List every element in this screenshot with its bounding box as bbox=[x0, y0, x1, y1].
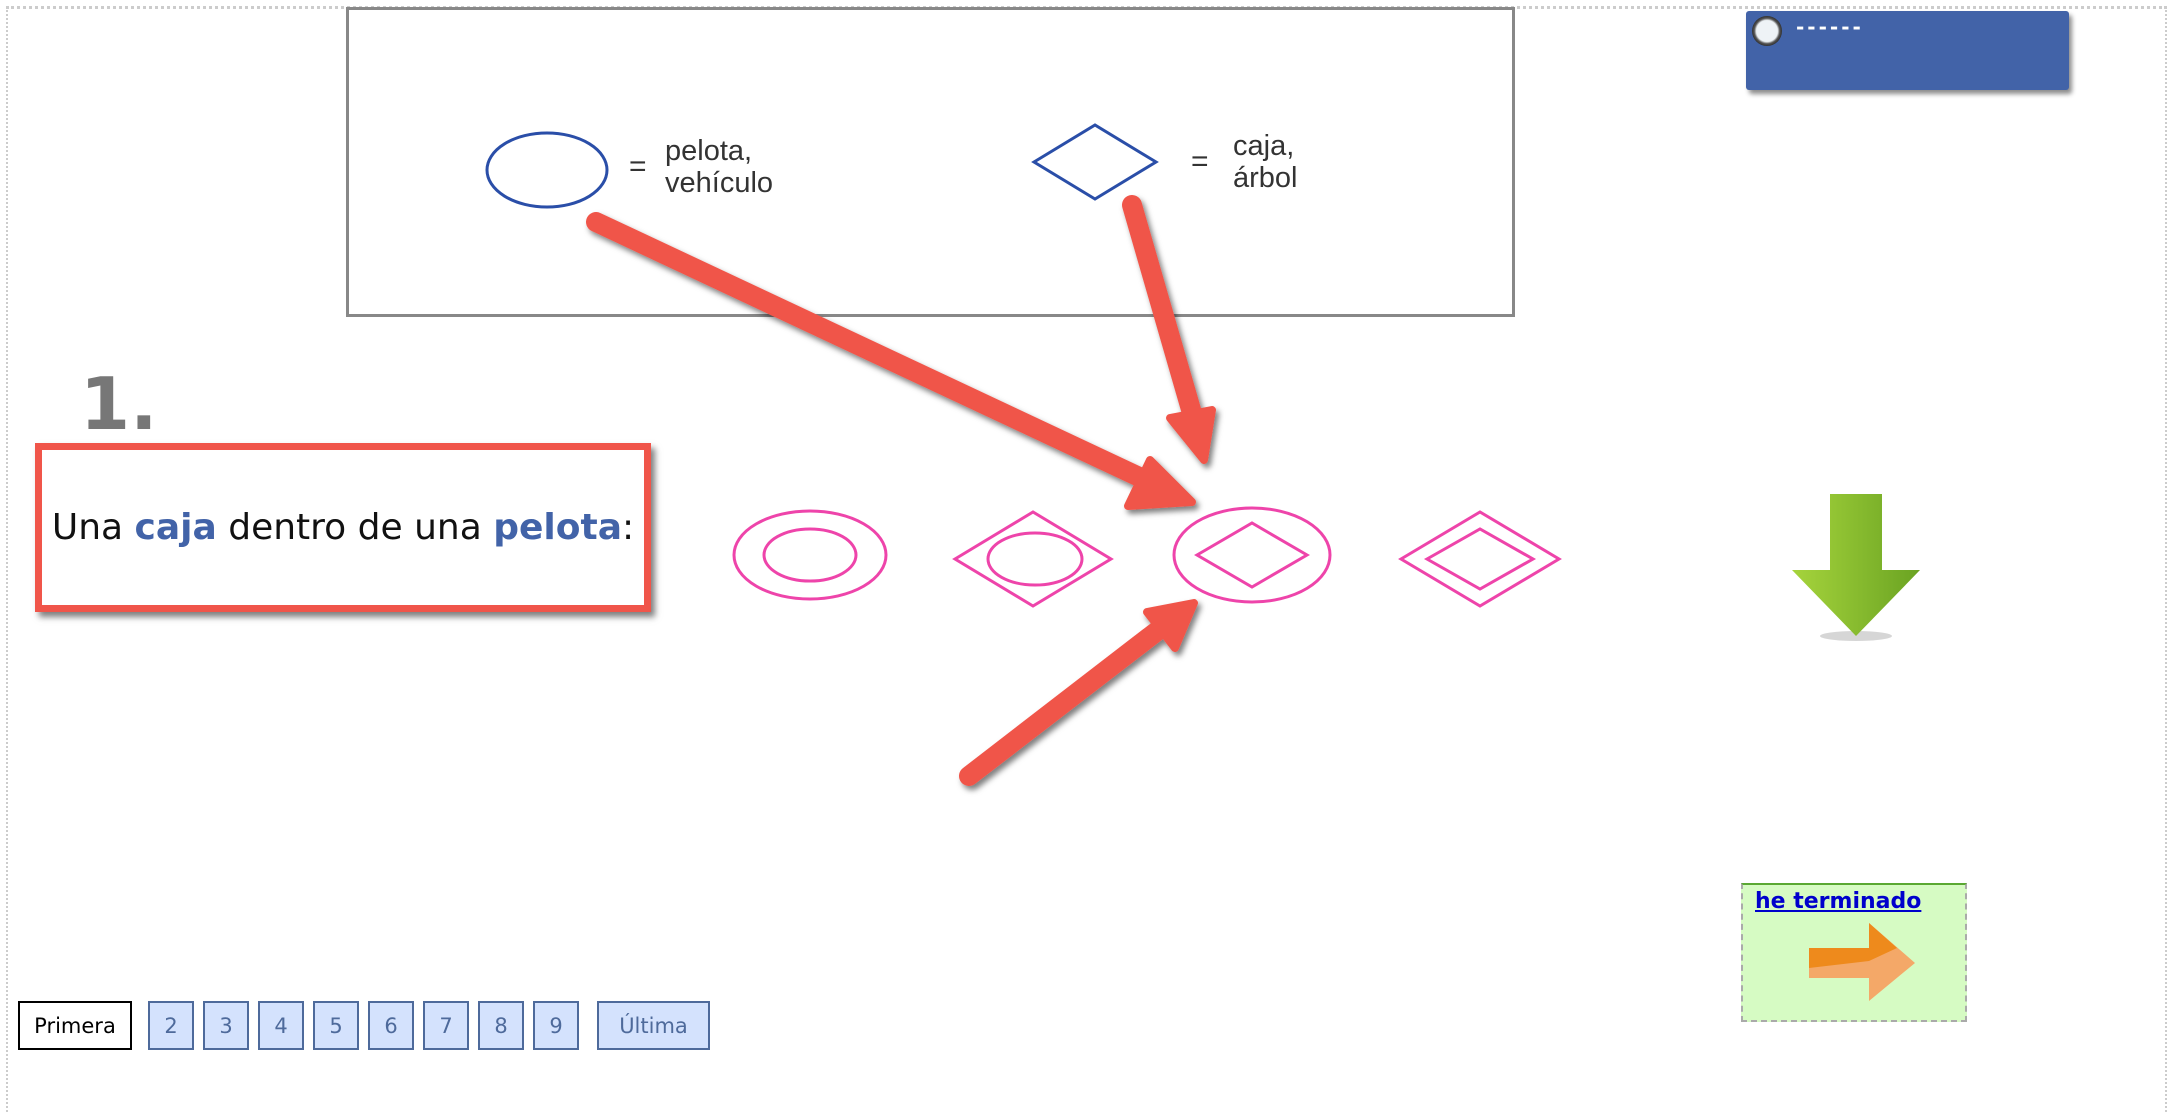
clock-icon bbox=[1752, 16, 1782, 46]
red-arrow-icon bbox=[1122, 195, 1216, 464]
legend-box: = pelota, vehículo = caja, árbol bbox=[346, 7, 1515, 317]
legend-line: caja, bbox=[1233, 130, 1295, 162]
question-text: Una caja dentro de una pelota: bbox=[52, 507, 634, 548]
page-button[interactable]: 5 bbox=[313, 1001, 359, 1050]
timer-panel: ------ bbox=[1746, 11, 2069, 90]
option-ball-in-box[interactable] bbox=[952, 510, 1114, 608]
finish-link[interactable]: he terminado bbox=[1755, 889, 1922, 914]
option-ball-in-ball[interactable] bbox=[732, 509, 888, 601]
red-arrow-icon bbox=[959, 599, 1198, 786]
question-box: Una caja dentro de una pelota: bbox=[35, 443, 651, 612]
text-part: : bbox=[622, 507, 635, 548]
page-button[interactable]: 6 bbox=[368, 1001, 414, 1050]
equals-sign: = bbox=[1191, 145, 1209, 178]
legend-shapes bbox=[485, 123, 1159, 209]
equals-sign: = bbox=[629, 150, 647, 183]
right-arrow-icon[interactable] bbox=[1809, 923, 1919, 1003]
page-button[interactable]: 3 bbox=[203, 1001, 249, 1050]
timer-text: ------ bbox=[1796, 15, 1864, 39]
question-number: 1. bbox=[80, 362, 158, 446]
ellipse-symbol bbox=[485, 131, 609, 209]
page-last-button[interactable]: Última bbox=[597, 1001, 710, 1050]
page-button[interactable]: 4 bbox=[258, 1001, 304, 1050]
red-arrow-icon bbox=[586, 212, 1196, 510]
down-arrow-icon[interactable] bbox=[1792, 494, 1920, 641]
keyword-pelota: pelota bbox=[493, 507, 622, 548]
text-part: dentro de una bbox=[216, 507, 494, 548]
option-box-in-ball[interactable] bbox=[1172, 506, 1332, 604]
page-button[interactable]: 8 bbox=[478, 1001, 524, 1050]
page-button[interactable]: 7 bbox=[423, 1001, 469, 1050]
option-box-in-box[interactable] bbox=[1398, 510, 1562, 608]
page-button[interactable]: 9 bbox=[533, 1001, 579, 1050]
legend-label-box: caja, árbol bbox=[1233, 130, 1298, 194]
finish-panel: he terminado bbox=[1741, 883, 1967, 1022]
keyword-caja: caja bbox=[134, 507, 217, 548]
diamond-symbol bbox=[1031, 123, 1159, 201]
legend-line: pelota, bbox=[665, 135, 753, 167]
legend-line: vehículo bbox=[665, 167, 774, 199]
page-first-button[interactable]: Primera bbox=[18, 1001, 132, 1050]
legend-label-ball: pelota, vehículo bbox=[665, 135, 773, 199]
text-part: Una bbox=[51, 507, 135, 548]
legend-line: árbol bbox=[1233, 162, 1298, 194]
page-button[interactable]: 2 bbox=[148, 1001, 194, 1050]
